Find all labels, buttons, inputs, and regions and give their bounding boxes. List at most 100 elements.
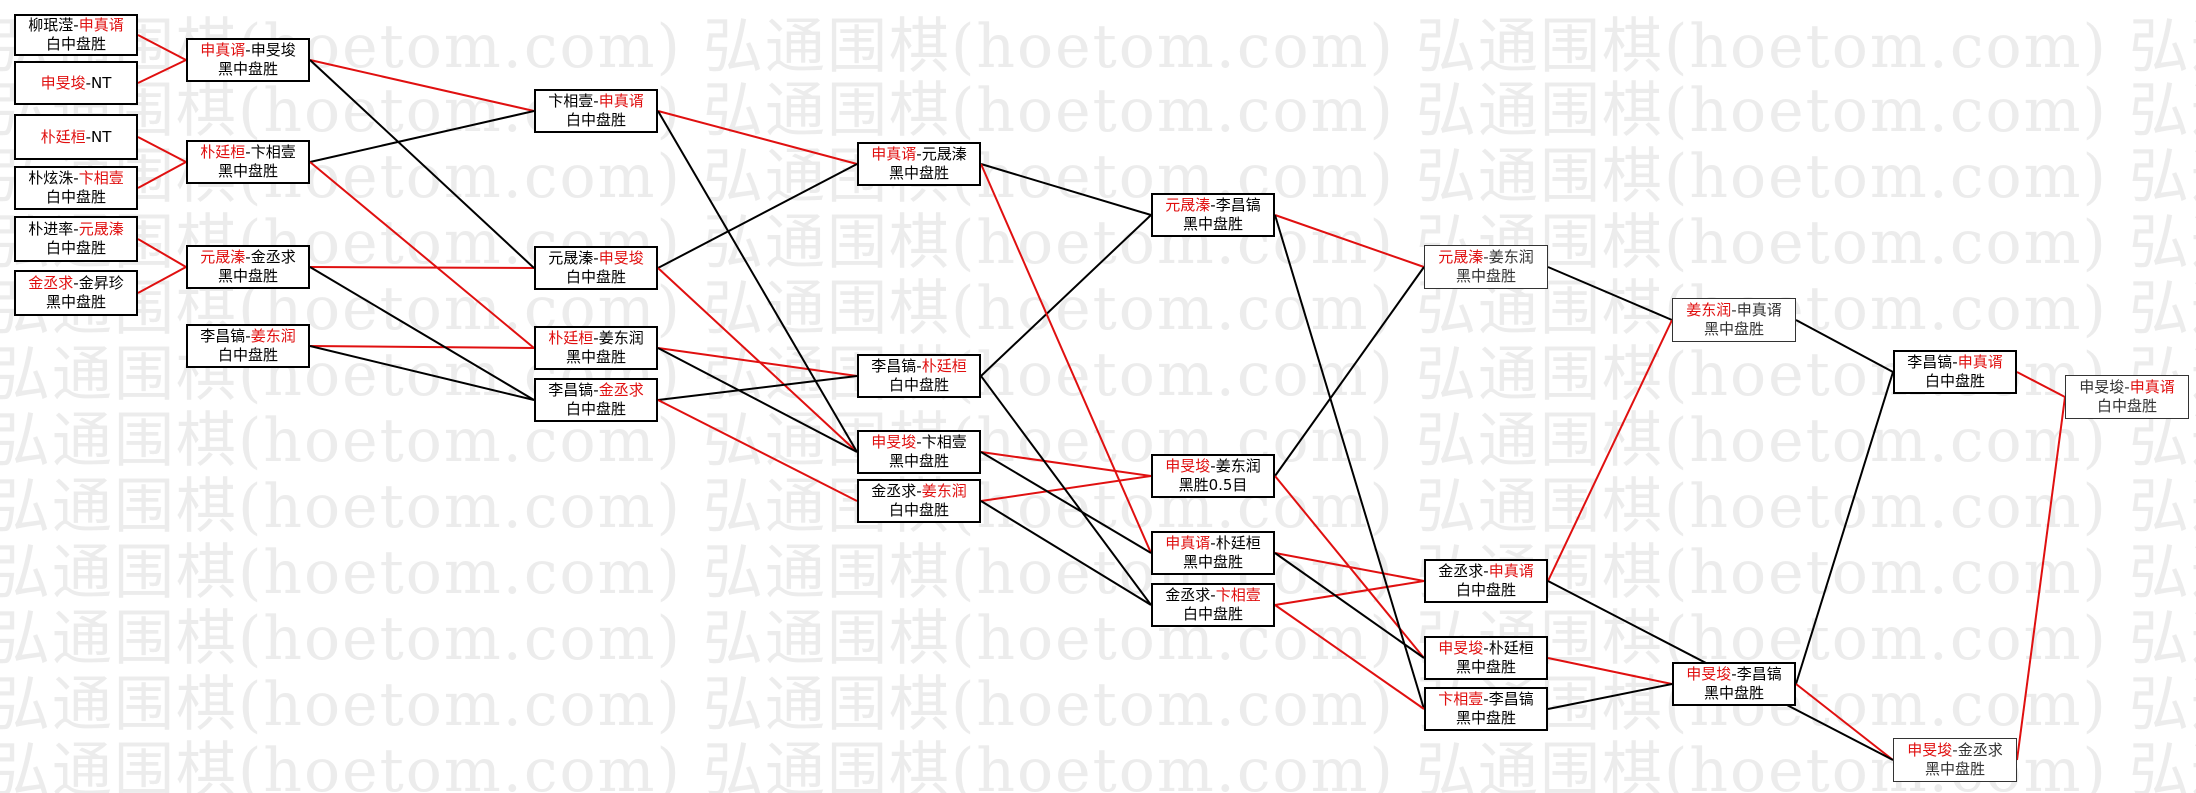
player-white: 元晟溱 xyxy=(78,220,124,238)
bracket-connector xyxy=(1547,657,1673,685)
player-black: 申旻埈 xyxy=(1686,665,1732,683)
match-result: 白中盘胜 xyxy=(45,188,106,206)
bracket-connector xyxy=(980,475,1152,502)
match-result: 黑中盘胜 xyxy=(217,162,278,180)
match-result: 黑胜0.5目 xyxy=(1178,476,1248,494)
match-box[interactable]: 申旻埈-申真谞白中盘胜 xyxy=(2065,375,2189,419)
match-box[interactable]: 朴廷桓-姜东润黑中盘胜 xyxy=(534,326,658,370)
match-box[interactable]: 柳珉滢-申真谞白中盘胜 xyxy=(14,14,138,56)
match-players: 申旻埈-朴廷桓 xyxy=(1438,639,1533,658)
match-result: 黑中盘胜 xyxy=(1703,320,1764,338)
player-black: 金丞求 xyxy=(28,274,74,292)
match-box[interactable]: 姜东润-申真谞黑中盘胜 xyxy=(1672,298,1796,342)
player-white: 申真谞 xyxy=(2129,378,2175,396)
bracket-connector xyxy=(1547,266,1673,321)
player-separator: - xyxy=(73,274,79,292)
match-result: 白中盘胜 xyxy=(888,501,949,519)
bracket-connector xyxy=(137,34,187,61)
match-players: 姜东润-申真谞 xyxy=(1686,301,1781,320)
match-box[interactable]: 申真谞-元晟溱黑中盘胜 xyxy=(857,142,981,186)
match-box[interactable]: 申旻埈-NT xyxy=(14,61,138,105)
player-black: 金丞求 xyxy=(871,482,917,500)
match-box[interactable]: 元晟溱-李昌镐黑中盘胜 xyxy=(1151,193,1275,237)
match-result: 黑中盘胜 xyxy=(217,267,278,285)
match-box[interactable]: 元晟溱-申旻埈白中盘胜 xyxy=(534,246,658,290)
player-black: 申旻埈 xyxy=(40,73,86,92)
player-black: 朴进率 xyxy=(28,220,74,238)
player-separator: - xyxy=(73,220,79,238)
bracket-connector xyxy=(309,266,535,269)
match-box[interactable]: 李昌镐-申真谞白中盘胜 xyxy=(1893,350,2017,394)
match-box[interactable]: 申真谞-朴廷桓黑中盘胜 xyxy=(1151,531,1275,575)
match-players: 金丞求-姜东润 xyxy=(871,482,966,501)
match-box[interactable]: 李昌镐-金丞求白中盘胜 xyxy=(534,378,658,422)
match-box[interactable]: 朴进率-元晟溱白中盘胜 xyxy=(14,216,138,262)
bracket-connector xyxy=(657,347,858,453)
match-players: 申真谞-申旻埈 xyxy=(200,41,295,60)
match-players: 李昌镐-申真谞 xyxy=(1907,353,2002,372)
player-separator: - xyxy=(85,127,92,146)
match-box[interactable]: 朴廷桓-卞相壹黑中盘胜 xyxy=(186,140,310,184)
player-separator: - xyxy=(916,357,922,375)
match-players: 李昌镐-朴廷桓 xyxy=(871,357,966,376)
match-box[interactable]: 卞相壹-申真谞白中盘胜 xyxy=(534,89,658,133)
match-box[interactable]: 申旻埈-卞相壹黑中盘胜 xyxy=(857,430,981,474)
player-separator: - xyxy=(245,143,251,161)
bracket-connector xyxy=(309,59,535,269)
match-box[interactable]: 李昌镐-姜东润白中盘胜 xyxy=(186,324,310,368)
match-box[interactable]: 申旻埈-李昌镐黑中盘胜 xyxy=(1672,662,1796,706)
bracket-connector xyxy=(1274,266,1425,477)
match-result: 白中盘胜 xyxy=(888,376,949,394)
match-result: 白中盘胜 xyxy=(45,239,106,257)
bracket-connector xyxy=(657,163,858,269)
player-black: 申旻埈 xyxy=(1165,457,1211,475)
match-result: 黑中盘胜 xyxy=(45,293,106,311)
player-separator: - xyxy=(1952,741,1958,759)
match-box[interactable]: 金丞求-姜东润白中盘胜 xyxy=(857,479,981,523)
match-players: 申真谞-元晟溱 xyxy=(871,145,966,164)
player-white: 元晟溱 xyxy=(921,145,967,163)
match-box[interactable]: 申真谞-申旻埈黑中盘胜 xyxy=(186,38,310,82)
bracket-connector xyxy=(1274,552,1425,659)
bracket-connector xyxy=(657,110,858,165)
player-white: 申真谞 xyxy=(1957,353,2003,371)
bracket-connector xyxy=(309,161,535,349)
bracket-connector xyxy=(980,500,1152,606)
match-box[interactable]: 金丞求-金昇珍黑中盘胜 xyxy=(14,270,138,316)
player-black: 卞相壹 xyxy=(548,92,594,110)
player-separator: - xyxy=(916,145,922,163)
bracket-connector xyxy=(309,345,535,401)
match-box[interactable]: 金丞求-申真谞白中盘胜 xyxy=(1424,559,1548,603)
match-box[interactable]: 元晟溱-金丞求黑中盘胜 xyxy=(186,245,310,289)
player-white: 姜东润 xyxy=(598,329,644,347)
match-result: 白中盘胜 xyxy=(1924,372,1985,390)
player-separator: - xyxy=(1210,196,1216,214)
match-box[interactable]: 金丞求-卞相壹白中盘胜 xyxy=(1151,583,1275,627)
match-box[interactable]: 申旻埈-金丞求黑中盘胜 xyxy=(1893,738,2017,782)
match-box[interactable]: 元晟溱-姜东润黑中盘胜 xyxy=(1424,245,1548,289)
match-box[interactable]: 申旻埈-朴廷桓黑中盘胜 xyxy=(1424,636,1548,680)
match-players: 申旻埈-金丞求 xyxy=(1907,741,2002,760)
match-result: 白中盘胜 xyxy=(565,400,626,418)
match-box[interactable]: 朴廷桓-NT xyxy=(14,114,138,160)
match-players: 柳珉滢-申真谞 xyxy=(28,16,123,35)
player-separator: - xyxy=(1210,457,1216,475)
match-box[interactable]: 李昌镐-朴廷桓白中盘胜 xyxy=(857,354,981,398)
match-players: 申旻埈-申真谞 xyxy=(2079,378,2174,397)
player-separator: - xyxy=(85,73,92,92)
match-box[interactable]: 申旻埈-姜东润黑胜0.5目 xyxy=(1151,454,1275,498)
player-separator: - xyxy=(1483,639,1489,657)
match-box[interactable]: 朴炫洙-卞相壹白中盘胜 xyxy=(14,166,138,210)
bracket-connector xyxy=(137,136,187,163)
player-separator: - xyxy=(73,16,79,34)
match-players: 金丞求-卞相壹 xyxy=(1165,586,1260,605)
match-box[interactable]: 卞相壹-李昌镐黑中盘胜 xyxy=(1424,687,1548,731)
bracket-connector xyxy=(1274,475,1425,659)
player-black: 卞相壹 xyxy=(1438,690,1484,708)
player-black: 朴廷桓 xyxy=(40,127,86,146)
match-players: 申旻埈-姜东润 xyxy=(1165,457,1260,476)
match-result: 白中盘胜 xyxy=(1182,605,1243,623)
match-players: 申真谞-朴廷桓 xyxy=(1165,534,1260,553)
match-players: 申旻埈-NT xyxy=(41,74,112,93)
bracket-connector xyxy=(980,451,1152,477)
